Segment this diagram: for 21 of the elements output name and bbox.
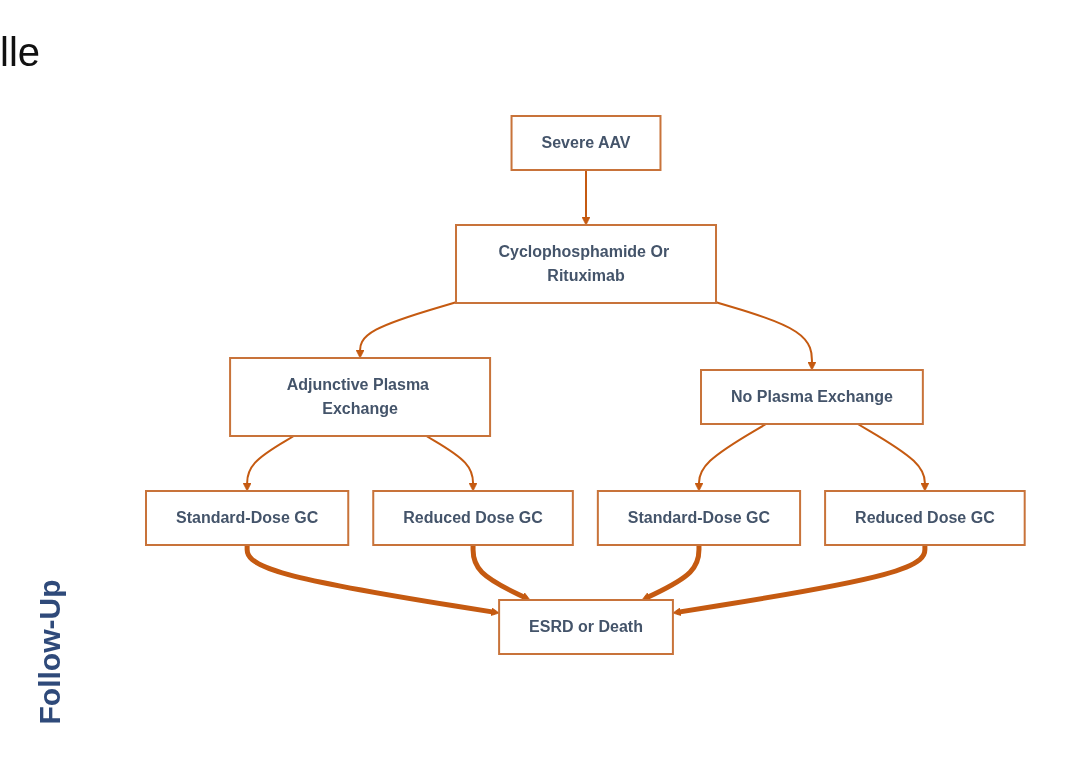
- node-box: Cyclophosphamide Or Rituximab: [454, 224, 717, 304]
- arrow: [714, 301, 816, 371]
- node-box: Standard-Dose GC: [596, 490, 801, 546]
- arrow: [856, 423, 929, 492]
- arrow: [425, 435, 478, 492]
- arrow: [672, 545, 928, 617]
- arrow: [242, 435, 295, 492]
- arrow: [470, 545, 531, 601]
- node-box: Reduced Dose GC: [823, 490, 1026, 546]
- node-box: Severe AAV: [510, 115, 662, 171]
- slide-title-fragment: lle: [0, 30, 41, 75]
- node-box: Reduced Dose GC: [371, 490, 574, 546]
- arrow: [641, 545, 702, 601]
- node-box: Adjunctive Plasma Exchange: [228, 357, 491, 437]
- node-box: No Plasma Exchange: [699, 369, 924, 425]
- node-box: Standard-Dose GC: [144, 490, 349, 546]
- node-box: ESRD or Death: [497, 599, 674, 655]
- arrow: [694, 423, 767, 492]
- arrow: [581, 169, 591, 226]
- arrow: [355, 301, 457, 359]
- follow-up-label: Follow-Up: [33, 578, 67, 727]
